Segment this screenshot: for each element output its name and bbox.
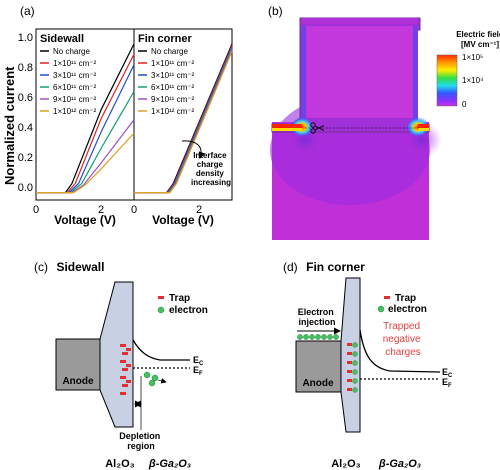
legend-label: 3×10¹¹ cm⁻² (53, 71, 96, 80)
conduction-band (359, 329, 441, 373)
colorbar-unit: [MV cm⁻¹] (461, 40, 499, 49)
panel-c-heading: (c) Sidewall (34, 258, 104, 275)
subplot-fin-corner-frame (133, 28, 233, 201)
ytick-label: 1.0 (18, 32, 33, 44)
field-edge-right (418, 124, 429, 128)
panel-b: (b) Electric field [MV cm⁻¹] (268, 4, 500, 240)
field-edge-left-2 (272, 128, 302, 131)
ytick-label: 0.0 (18, 182, 33, 194)
oxide-barrier (99, 281, 134, 428)
x-axis-label: Voltage (V) (54, 213, 116, 227)
panel-b-label: (b) (268, 4, 283, 18)
legend-label: No charge (151, 47, 188, 56)
fin-top-cap (301, 18, 418, 24)
panel-d-heading: (d) Fin corner (283, 258, 365, 275)
series-line-fin-corner-5 (134, 51, 233, 194)
trap-column (120, 344, 131, 395)
field-edge-left (272, 124, 302, 128)
legend-label: 1×10¹² cm⁻² (53, 107, 96, 116)
colorbar-tick: 1×10⁴ (462, 76, 484, 85)
annotation-arrow (181, 140, 206, 159)
xtick-label: 2 (98, 204, 104, 216)
x-axis-label: Voltage (V) (152, 213, 214, 227)
conduction-band (132, 339, 190, 361)
field-edge-right-2 (418, 128, 429, 131)
y-axis-label: Normalized current (2, 66, 17, 185)
ytick-label: 0.4 (18, 122, 33, 134)
anode-label: Anode (62, 376, 94, 387)
oxide-material-label: Al₂O₃ (331, 458, 361, 470)
ef-label: EF (193, 365, 203, 377)
anode-block (55, 338, 101, 391)
fin-sidewall-right (413, 26, 418, 122)
electron (148, 379, 156, 387)
semiconductor-material-label: β-Ga₂O₃ (148, 458, 191, 470)
colorbar (436, 54, 458, 107)
semiconductor-material-label: β-Ga₂O₃ (378, 458, 421, 470)
series-line-sidewall-5 (36, 132, 135, 194)
trap-legend-icon (158, 296, 164, 299)
ec-label: EC (442, 367, 453, 379)
annotation-text: Interface charge density increasing (191, 151, 231, 187)
colorbar-tick: 0 (462, 100, 467, 109)
legend-electron-label: electron (169, 305, 208, 316)
ytick-label: 0.8 (18, 62, 33, 74)
xtick-label: 2 (196, 204, 202, 216)
ef-label: EF (442, 377, 452, 389)
electron (151, 374, 159, 382)
xtick-label: 0 (33, 204, 39, 216)
colorbar-tick: 1×10⁵ (462, 53, 483, 62)
legend-label: 1×10¹¹ cm⁻² (151, 59, 194, 68)
trapped-charge-label: Trapped negative charges (383, 321, 424, 358)
legend-sidewall: No charge 1×10¹¹ cm⁻² 3×10¹¹ cm⁻² 6×10¹¹ cm… (40, 47, 96, 116)
legend-electron-label: electron (388, 304, 427, 315)
subplot-title-sidewall: Sidewall (40, 33, 84, 45)
panel-d: (d) Fin corner Trap electron Electron in… (283, 258, 453, 470)
legend-label: 3×10¹¹ cm⁻² (151, 71, 194, 80)
depletion-label: Depletion region (119, 431, 163, 451)
legend-label: 6×10¹¹ cm⁻² (53, 83, 96, 92)
electron-legend-icon (377, 305, 385, 313)
fin-body (306, 26, 414, 118)
ytick-label: 0.6 (18, 92, 33, 104)
legend-label: 6×10¹¹ cm⁻² (151, 83, 194, 92)
anode-block (295, 340, 342, 393)
panel-a-label: (a) (20, 4, 35, 18)
electron (143, 371, 151, 379)
legend-label: 9×10¹¹ cm⁻² (151, 95, 194, 104)
subplot-title-fin-corner: Fin corner (138, 33, 193, 45)
electron-motion-arrow (157, 378, 167, 384)
fin-sidewall-left (301, 26, 306, 122)
y-ticks: 0.0 0.2 0.4 0.6 0.8 1.0 (18, 32, 33, 194)
xtick-label: 0 (131, 204, 137, 216)
oxide-material-label: Al₂O₃ (105, 458, 135, 470)
legend-label: 9×10¹¹ cm⁻² (53, 95, 96, 104)
panel-a: (a) Normalized current 0.0 0.2 0.4 0.6 0… (2, 4, 233, 227)
legend-trap-label: Trap (169, 293, 190, 304)
injection-label: Electron injection (298, 307, 337, 327)
panel-c: (c) Sidewall Trap electron Anode (34, 258, 208, 470)
legend-label: 1×10¹² cm⁻² (151, 107, 194, 116)
legend-trap-label: Trap (395, 293, 416, 304)
ytick-label: 0.2 (18, 152, 33, 164)
series-group-fin-corner (134, 43, 233, 194)
series-line-sidewall-4 (36, 119, 135, 194)
anode-label: Anode (302, 378, 334, 389)
ec-label: EC (193, 355, 204, 367)
legend-label: 1×10¹¹ cm⁻² (53, 59, 96, 68)
trap-legend-icon (384, 296, 390, 299)
legend-fin-corner: No charge 1×10¹¹ cm⁻² 3×10¹¹ cm⁻² 6×10¹¹ cm… (138, 47, 194, 116)
series-group-sidewall (36, 43, 135, 194)
injected-electrons (297, 334, 339, 340)
colorbar-title: Electric field (456, 30, 500, 39)
scissors-icon (310, 122, 325, 134)
electron-legend-icon (157, 306, 165, 314)
trapped-charge-column (347, 342, 358, 393)
legend-label: No charge (53, 47, 90, 56)
